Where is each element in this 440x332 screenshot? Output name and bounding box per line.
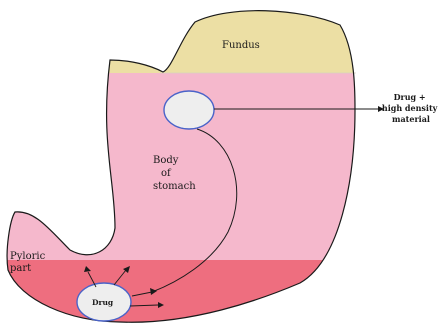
floating-tablet: [164, 91, 214, 129]
high-density-line-3: material: [392, 114, 430, 124]
high-density-line-1: Drug +: [394, 92, 426, 102]
body-label-line-1: Body: [153, 155, 179, 166]
body-label-line-3: stomach: [153, 181, 196, 192]
fundus-label: Fundus: [222, 40, 260, 51]
settled-drug-label: Drug: [92, 298, 114, 307]
pyloric-region: [0, 260, 440, 327]
pyloric-label-line-1: Pyloric: [10, 251, 46, 262]
high-density-label: Drug + high density material: [382, 92, 440, 124]
high-density-line-2: high density: [382, 103, 438, 113]
fundus-region: [0, 0, 440, 73]
body-label-line-2: of: [161, 168, 172, 179]
pyloric-label-line-2: part: [10, 263, 31, 274]
body-region: [0, 73, 440, 260]
